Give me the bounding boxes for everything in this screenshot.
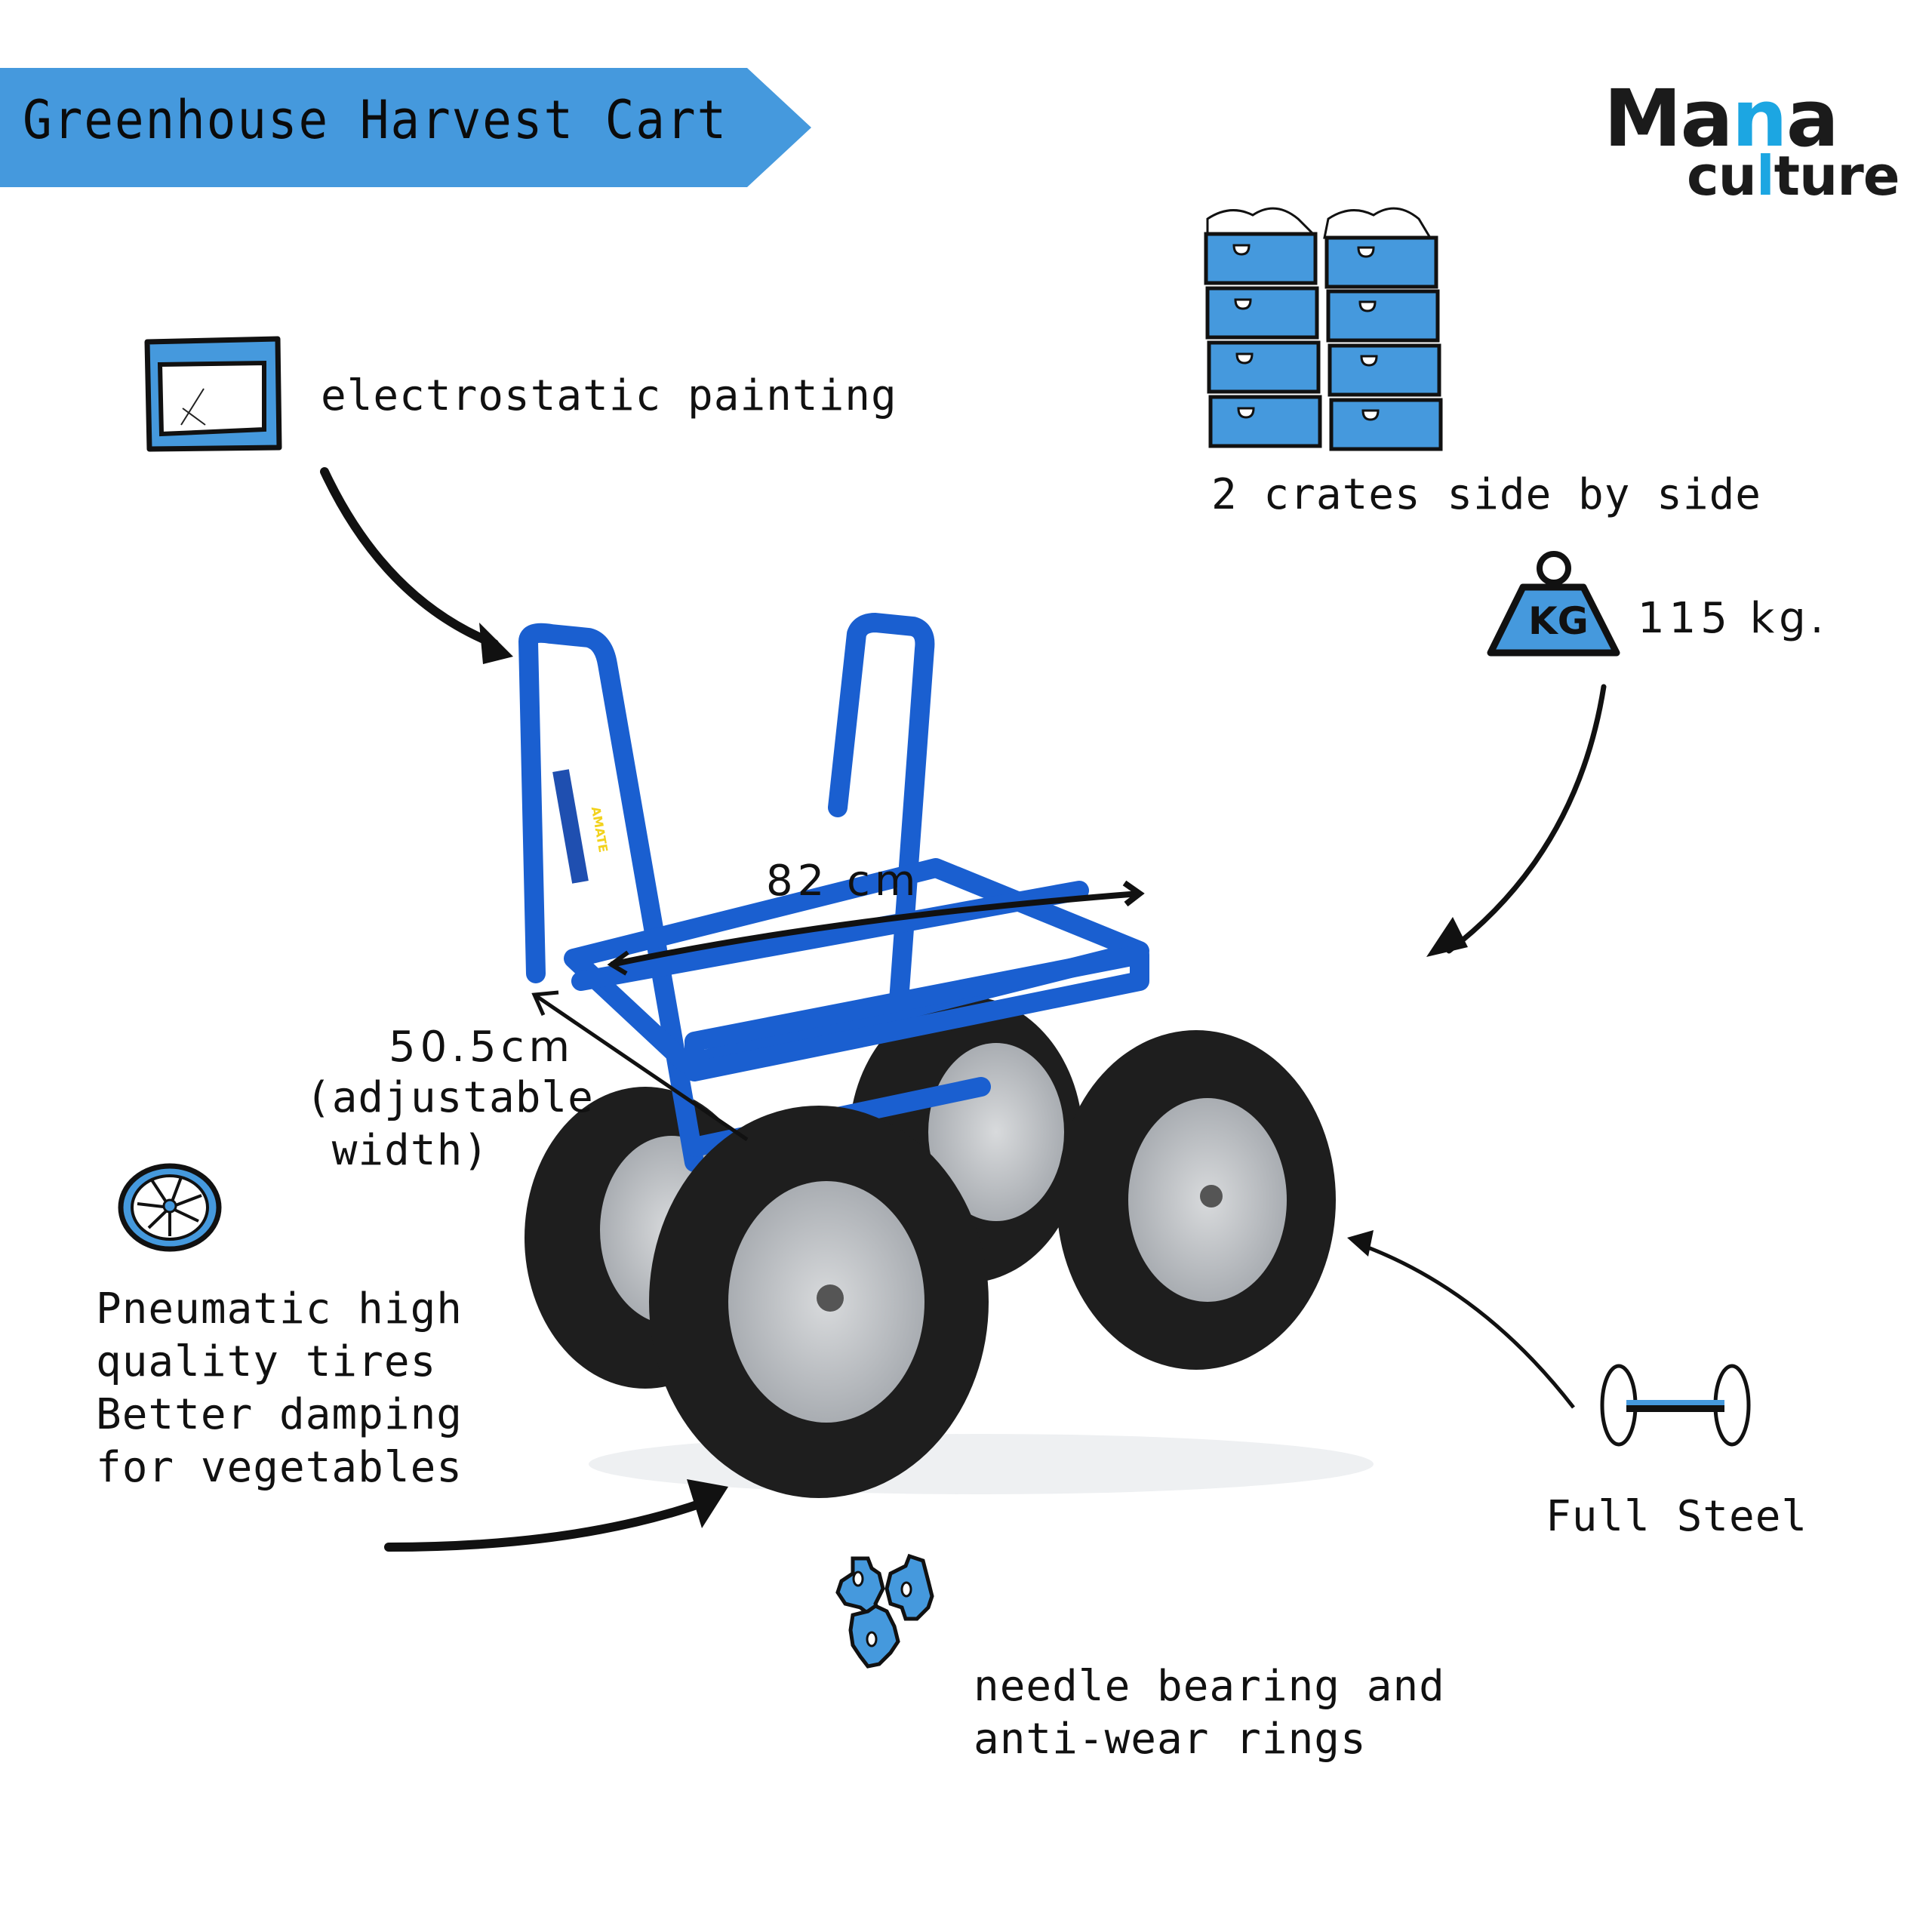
dimension-width-note: (adjustable width)	[306, 1073, 594, 1175]
brand-logo: Mana culture	[1604, 72, 1900, 208]
stacked-crates-icon	[1204, 207, 1443, 451]
dimension-length-arrow-icon	[607, 880, 1145, 976]
feature-tires-label: Pneumatic high quality tires Better damp…	[96, 1284, 463, 1492]
kg-weight-icon: KG	[1487, 551, 1620, 657]
wheel-icon	[118, 1163, 222, 1252]
feature-crates-label: 2 crates side by side	[1211, 470, 1762, 519]
feature-paint-label: electrostatic painting	[321, 371, 897, 420]
front-right-wheel	[1057, 1030, 1336, 1370]
gears-icon	[835, 1553, 934, 1669]
feature-bearing-label: needle bearing and anti-wear rings	[974, 1662, 1445, 1764]
arrow-to-axle-icon	[1347, 1230, 1575, 1409]
arrow-to-frame-icon	[1426, 684, 1607, 957]
dimension-width-label: 50.5cm	[389, 1023, 575, 1072]
banner-arrow-shape	[0, 68, 811, 187]
feature-weight-label: 115 kg.	[1638, 594, 1829, 643]
title-banner: Greenhouse Harvest Cart	[0, 68, 811, 187]
feature-steel-label: Full Steel	[1546, 1492, 1808, 1541]
svg-text:AMATE: AMATE	[589, 805, 611, 854]
svg-text:KG: KG	[1528, 599, 1589, 643]
dimension-width-arrow-icon	[531, 990, 749, 1142]
painting-frame-icon	[144, 336, 282, 452]
front-left-wheel	[649, 1106, 989, 1498]
harvest-cart-image: AMATE	[518, 613, 1374, 1498]
page-title: Greenhouse Harvest Cart	[23, 89, 728, 151]
axle-icon	[1600, 1364, 1751, 1447]
arrow-to-wheels-icon	[384, 1479, 728, 1552]
dimension-length-label: 82 cm	[766, 857, 921, 906]
arrow-to-handle-icon	[320, 467, 513, 664]
